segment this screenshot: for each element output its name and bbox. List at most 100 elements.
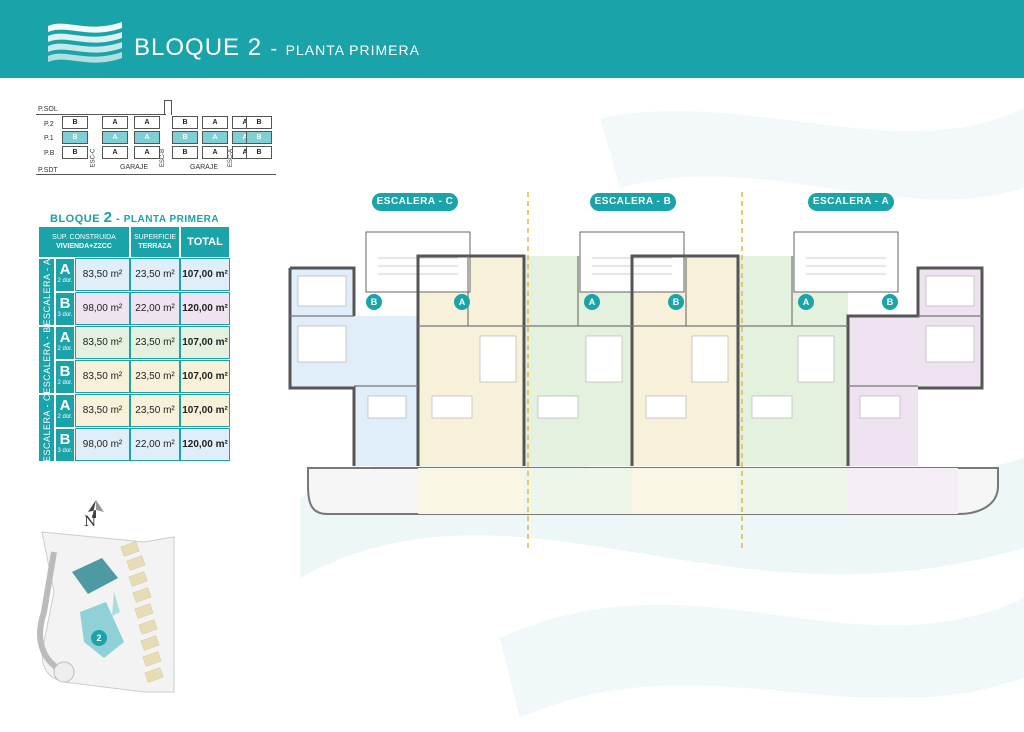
surface-table: SUP. CONSTRUIDA VIVIENDA+ZZCC SUPERFICIE… xyxy=(38,226,230,466)
header-built-area-sub: VIVIENDA+ZZCC xyxy=(56,243,112,250)
total-value: 107,00 m² xyxy=(180,394,230,427)
level-label: P.2 xyxy=(44,121,54,128)
unit-cell: A xyxy=(102,116,128,129)
terrace-value: 23,50 m² xyxy=(130,360,180,393)
header-total: TOTAL xyxy=(180,226,230,258)
unit-bedrooms: 2 dor. xyxy=(57,346,73,352)
terrace-value: 23,50 m² xyxy=(130,326,180,359)
north-arrow-icon xyxy=(88,500,96,518)
stair-block-label: ESCALERA - A xyxy=(41,258,52,326)
unit-marker: A xyxy=(454,294,470,310)
stair-block-label: ESCALERA - B xyxy=(41,326,52,394)
garage-label: GARAJE xyxy=(120,164,149,171)
unit-marker: A xyxy=(798,294,814,310)
unit-cell-highlighted: B xyxy=(62,131,88,144)
level-label: P.SDT xyxy=(38,167,58,174)
header-terrace-sub: TERRAZA xyxy=(138,243,172,250)
block-number-badge: 2 xyxy=(91,630,107,646)
header-terrace-label: SUPERFICIE xyxy=(133,234,176,241)
garage-label: GARAJE xyxy=(190,164,219,171)
title-separator: - xyxy=(270,38,278,60)
terrace-value: 22,00 m² xyxy=(130,428,180,461)
unit-bedrooms: 2 dor. xyxy=(57,278,73,284)
unit-type-letter: A xyxy=(59,397,71,414)
table-title-separator: - xyxy=(116,213,121,225)
level-label: P.1 xyxy=(44,135,54,142)
stair-label: ESC-C xyxy=(90,148,97,168)
unit-cell: B xyxy=(246,146,272,159)
stair-block-c: ESCALERA - C xyxy=(38,394,55,462)
stair-label-pill: ESCALERA - C xyxy=(372,193,458,211)
stair-block-b: ESCALERA - B xyxy=(38,326,55,394)
total-value: 107,00 m² xyxy=(180,360,230,393)
unit-cell-highlighted: A xyxy=(102,131,128,144)
built-area-value: 83,50 m² xyxy=(75,394,130,427)
unit-type-letter: A xyxy=(59,261,71,278)
page-title: BLOQUE 2 - PLANTA PRIMERA xyxy=(134,34,420,62)
title-main: BLOQUE 2 xyxy=(134,34,263,61)
unit-bedrooms: 2 dor. xyxy=(57,380,73,386)
unit-bedrooms: 3 dor. xyxy=(57,312,73,318)
stair-label-pill: ESCALERA - B xyxy=(590,193,676,211)
unit-marker: A xyxy=(584,294,600,310)
unit-cell: B xyxy=(172,146,198,159)
unit-cell: A xyxy=(134,146,160,159)
roof-tower xyxy=(164,100,172,115)
table-title-prefix: BLOQUE xyxy=(50,213,101,225)
stair-label: ESC-A xyxy=(228,148,235,168)
table-title-suffix: PLANTA PRIMERA xyxy=(123,214,220,225)
unit-cell-highlighted: A xyxy=(134,131,160,144)
north-label: N xyxy=(84,514,97,530)
header-built-area-label: SUP. CONSTRUIDA xyxy=(52,234,116,241)
unit-type-letter: A xyxy=(59,329,71,346)
unit-marker: B xyxy=(882,294,898,310)
unit-cell: A xyxy=(102,146,128,159)
built-area-value: 83,50 m² xyxy=(75,326,130,359)
unit-cell: A xyxy=(202,146,228,159)
header-terrace: SUPERFICIE TERRAZA xyxy=(130,226,180,258)
floor-plan: ESCALERA - C ESCALERA - B ESCALERA - A B… xyxy=(268,186,1008,552)
total-value: 107,00 m² xyxy=(180,258,230,291)
unit-cell: A xyxy=(202,116,228,129)
unit-cell-highlighted: A xyxy=(202,131,228,144)
unit-cell: A xyxy=(134,116,160,129)
level-line xyxy=(36,174,276,175)
total-value: 107,00 m² xyxy=(180,326,230,359)
unit-cell: B xyxy=(62,146,88,159)
built-area-value: 98,00 m² xyxy=(75,292,130,325)
built-area-value: 98,00 m² xyxy=(75,428,130,461)
table-title: BLOQUE 2 - PLANTA PRIMERA xyxy=(50,209,219,226)
header-total-label: TOTAL xyxy=(187,235,223,248)
table-title-number: 2 xyxy=(103,209,113,226)
stair-label: ESC-B xyxy=(160,148,167,168)
terrace-value: 23,50 m² xyxy=(130,394,180,427)
unit-cell: B xyxy=(172,116,198,129)
terrace-value: 22,00 m² xyxy=(130,292,180,325)
terrace-value: 23,50 m² xyxy=(130,258,180,291)
built-area-value: 83,50 m² xyxy=(75,360,130,393)
floor-plan-drawing xyxy=(288,192,999,552)
total-value: 120,00 m² xyxy=(180,292,230,325)
unit-type-letter: B xyxy=(59,295,71,312)
built-area-value: 83,50 m² xyxy=(75,258,130,291)
stair-block-label: ESCALERA - C xyxy=(41,393,52,463)
unit-cell-highlighted: B xyxy=(246,131,272,144)
unit-bedrooms: 2 dor. xyxy=(57,414,73,420)
unit-cell-highlighted: B xyxy=(172,131,198,144)
level-label: P.SOL xyxy=(38,106,58,113)
unit-type-letter: B xyxy=(59,431,71,448)
unit-type-letter: B xyxy=(59,363,71,380)
brand-logo-icon xyxy=(48,22,122,63)
level-line xyxy=(36,114,166,115)
site-map-drawing xyxy=(37,500,175,693)
site-map: N 2 xyxy=(24,492,184,702)
total-value: 120,00 m² xyxy=(180,428,230,461)
header-built-area: SUP. CONSTRUIDA VIVIENDA+ZZCC xyxy=(38,226,130,258)
floor-key-diagram: P.SOL P.2 P.1 P.B P.SDT B A A B A A B B … xyxy=(36,100,276,180)
title-subtitle: PLANTA PRIMERA xyxy=(285,42,420,58)
